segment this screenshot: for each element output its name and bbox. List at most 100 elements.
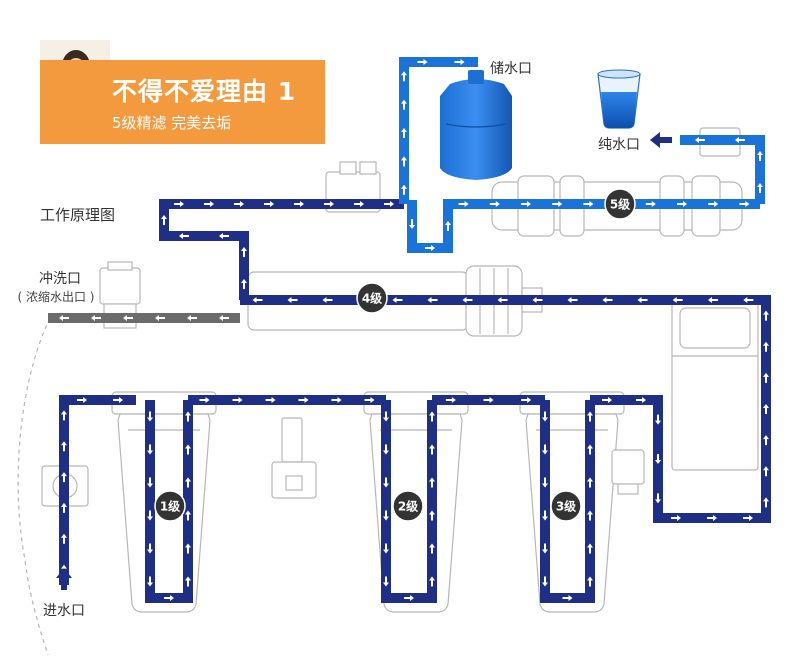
flow-arrow-icon [429,444,435,455]
storage-to-postfilter-pipe [407,199,760,253]
flow-arrow-icon [147,510,153,521]
flow-arrow-icon [185,444,191,455]
stage-badge-4: 4级 [356,282,388,314]
flow-arrow-icon [708,297,718,303]
flow-arrow-icon [567,297,578,303]
flow-arrow-icon [542,411,548,422]
flow-arrow-icon [489,201,500,207]
stage-badge-label: 1级 [160,499,180,514]
flow-arrow-icon [404,595,414,601]
concentrate-outlet-label: ( 浓缩水出口 ) [17,290,95,304]
flow-arrow-icon [587,411,593,422]
flow-arrow-icon [179,233,189,239]
flow-arrow-icon [147,477,153,488]
flow-arrow-icon [521,201,531,207]
flow-arrow-icon [219,233,229,239]
flow-arrow-icon [757,183,763,193]
flow-arrow-icon [383,444,389,455]
flow-arrow-icon [265,397,276,403]
flow-arrow-icon [294,201,304,207]
flow-arrow-icon [383,477,389,488]
flow-arrow-icon [354,201,364,207]
flow-arrow-icon [532,297,543,303]
flow-arrow-icon [677,201,687,207]
flow-arrow-icon [454,59,465,65]
flow-arrow-icon [417,59,428,65]
flow-arrow-icon [763,372,769,383]
flow-arrow-icon [739,201,750,207]
flow-arrow-icon [542,576,548,587]
flow-arrow-icon [322,297,333,303]
stage-badge-label: 4级 [362,291,382,306]
flow-arrow-icon [763,435,769,446]
flow-arrow-icon [61,533,67,544]
flow-arrow-icon [187,315,197,321]
flow-arrow-icon [735,137,745,143]
flow-arrow-icon [483,397,494,403]
flow-arrow-icon [232,397,243,403]
flow-arrow-icon [445,221,451,231]
flow-arrow-icon [562,595,573,601]
flow-arrow-icon [77,397,87,403]
flow-arrow-icon [587,444,593,455]
flow-arrow-icon [587,477,593,488]
flow-arrow-icon [462,297,473,303]
stage-badge-1: 1级 [154,490,186,522]
flow-arrow-icon [331,397,342,403]
flow-arrow-icon [655,414,661,425]
flow-arrow-icon [61,472,67,483]
flow-arrow-icon [264,201,274,207]
diagram-title: 工作原理图 [40,206,116,224]
pipes [48,57,771,603]
banner-headline: 不得不爱理由 1 [112,77,297,106]
flow-arrow-icon [383,510,389,521]
booster-pump [671,299,759,471]
flow-arrow-icon [324,201,334,207]
stage-badge-label: 2级 [398,499,418,514]
flow-arrow-icon [147,543,153,554]
water-inlet-label: 进水口 [43,603,85,619]
inlet-arrow-icon [56,568,72,590]
flow-arrow-icon [542,543,548,554]
promo-banner: 不得不爱理由 1 5级精滤 完美去垢 [40,60,325,144]
flow-arrow-icon [241,279,247,289]
flow-arrow-icon [219,315,229,321]
flow-arrow-icon [185,576,191,587]
flow-arrow-icon [763,341,769,352]
flow-arrow-icon [409,219,415,229]
flow-arrow-icon [161,215,167,225]
flow-arrow-icon [392,297,403,303]
flow-arrow-icon [763,466,769,477]
flow-arrow-icon [401,99,407,110]
flow-arrow-icon [429,411,435,422]
flow-arrow-icon [384,201,394,207]
flow-arrow-icon [199,397,210,403]
inlet-solenoid-valve [611,449,645,495]
flow-arrow-icon [429,510,435,521]
flow-arrow-icon [645,201,656,207]
flow-arrow-icon [671,515,681,521]
flow-arrow-icon [147,444,153,455]
flow-arrow-icon [763,497,769,508]
flow-arrow-icon [401,184,407,195]
flow-arrow-icon [427,297,438,303]
flow-arrow-icon [587,543,593,554]
flow-arrow-icon [61,441,67,452]
flow-arrow-icon [61,502,67,513]
flow-arrow-icon [383,543,389,554]
flow-arrow-icon [383,411,389,422]
flow-arrow-icon [708,201,719,207]
flow-arrow-icon [743,515,753,521]
flow-arrow-icon [401,156,407,167]
stage-badge-5: 5级 [604,188,636,220]
flow-arrow-icon [587,510,593,521]
pure-water-outlet-label: 纯水口 [598,137,640,153]
flow-arrow-icon [672,297,683,303]
flow-arrow-icon [298,397,309,403]
flow-arrow-icon [185,411,191,422]
flow-arrow-icon [542,477,548,488]
flow-arrow-icon [583,201,594,207]
flow-arrow-icon [123,315,133,321]
